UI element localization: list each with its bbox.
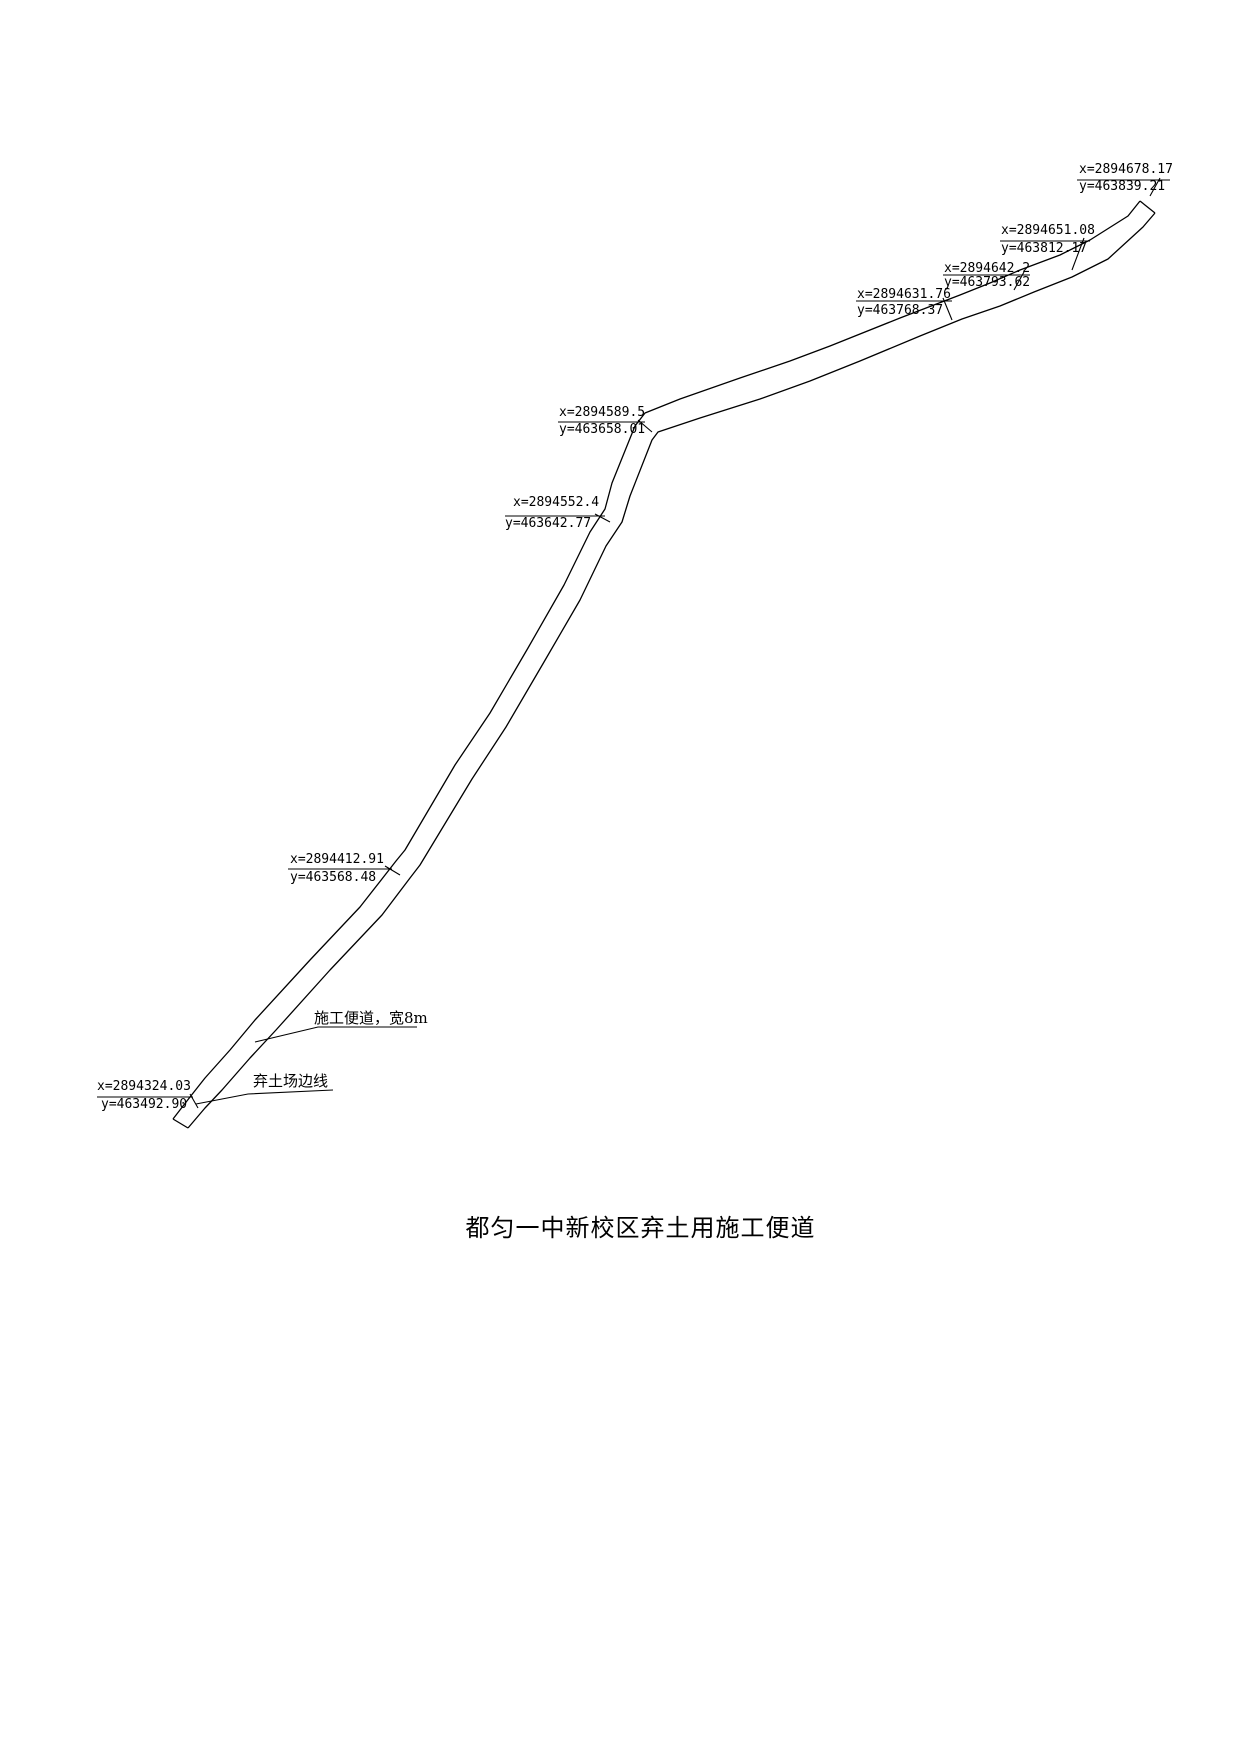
- coord-y: y=463642.77: [505, 516, 591, 531]
- coord-label-p7: x=2894412.91 y=463568.48: [290, 852, 384, 885]
- coord-x: x=2894642.2: [944, 261, 1030, 276]
- coord-x: x=2894324.03: [97, 1079, 191, 1094]
- leader-p7: [288, 865, 401, 876]
- leader-p2: [1000, 237, 1090, 271]
- road-end-cap-bottom: [172, 1118, 189, 1129]
- spoil-boundary-label: 弃土场边线: [253, 1072, 328, 1090]
- coord-label-p4: x=2894631.76 y=463768.37: [857, 287, 951, 318]
- leader-p4: [856, 297, 953, 321]
- leader-p1: [1077, 177, 1170, 197]
- coord-y: y=463839.21: [1079, 179, 1165, 194]
- leader-p5: [558, 419, 653, 433]
- leader-p3: [943, 271, 1030, 291]
- coord-y: y=463658.01: [559, 422, 645, 437]
- coord-y: y=463793.62: [944, 275, 1030, 290]
- road-end-cap-top: [1139, 200, 1156, 214]
- coord-y: y=463812.17: [1001, 241, 1087, 256]
- coord-y: y=463492.90: [101, 1097, 187, 1112]
- coord-label-p5: x=2894589.5 y=463658.01: [559, 405, 645, 437]
- drawing-title: 都匀一中新校区弃土用施工便道: [465, 1214, 816, 1242]
- coord-y: y=463568.48: [290, 870, 376, 885]
- coord-x: x=2894651.08: [1001, 223, 1095, 238]
- coord-label-p2: x=2894651.08 y=463812.17: [1001, 223, 1095, 256]
- coord-x: x=2894631.76: [857, 287, 951, 302]
- leader-p8: [97, 1093, 199, 1109]
- coord-x: x=2894678.17: [1079, 162, 1173, 177]
- coord-label-p8: x=2894324.03 y=463492.90: [97, 1079, 191, 1112]
- coord-label-p3: x=2894642.2 y=463793.62: [944, 261, 1030, 290]
- coord-x: x=2894552.4: [513, 495, 599, 510]
- coord-y: y=463768.37: [857, 303, 943, 318]
- road-right-edge: [187, 212, 1156, 1129]
- road-width-label: 施工便道，宽8m: [314, 1009, 428, 1027]
- coord-x: x=2894589.5: [559, 405, 645, 420]
- leader-boundary-label: [195, 1089, 334, 1105]
- road-left-edge: [172, 200, 1141, 1120]
- coord-x: x=2894412.91: [290, 852, 384, 867]
- leader-p6: [505, 513, 611, 523]
- leader-road-label: [254, 1026, 417, 1043]
- coord-label-p6: x=2894552.4 y=463642.77: [505, 495, 599, 531]
- coord-label-p1: x=2894678.17 y=463839.21: [1079, 162, 1173, 194]
